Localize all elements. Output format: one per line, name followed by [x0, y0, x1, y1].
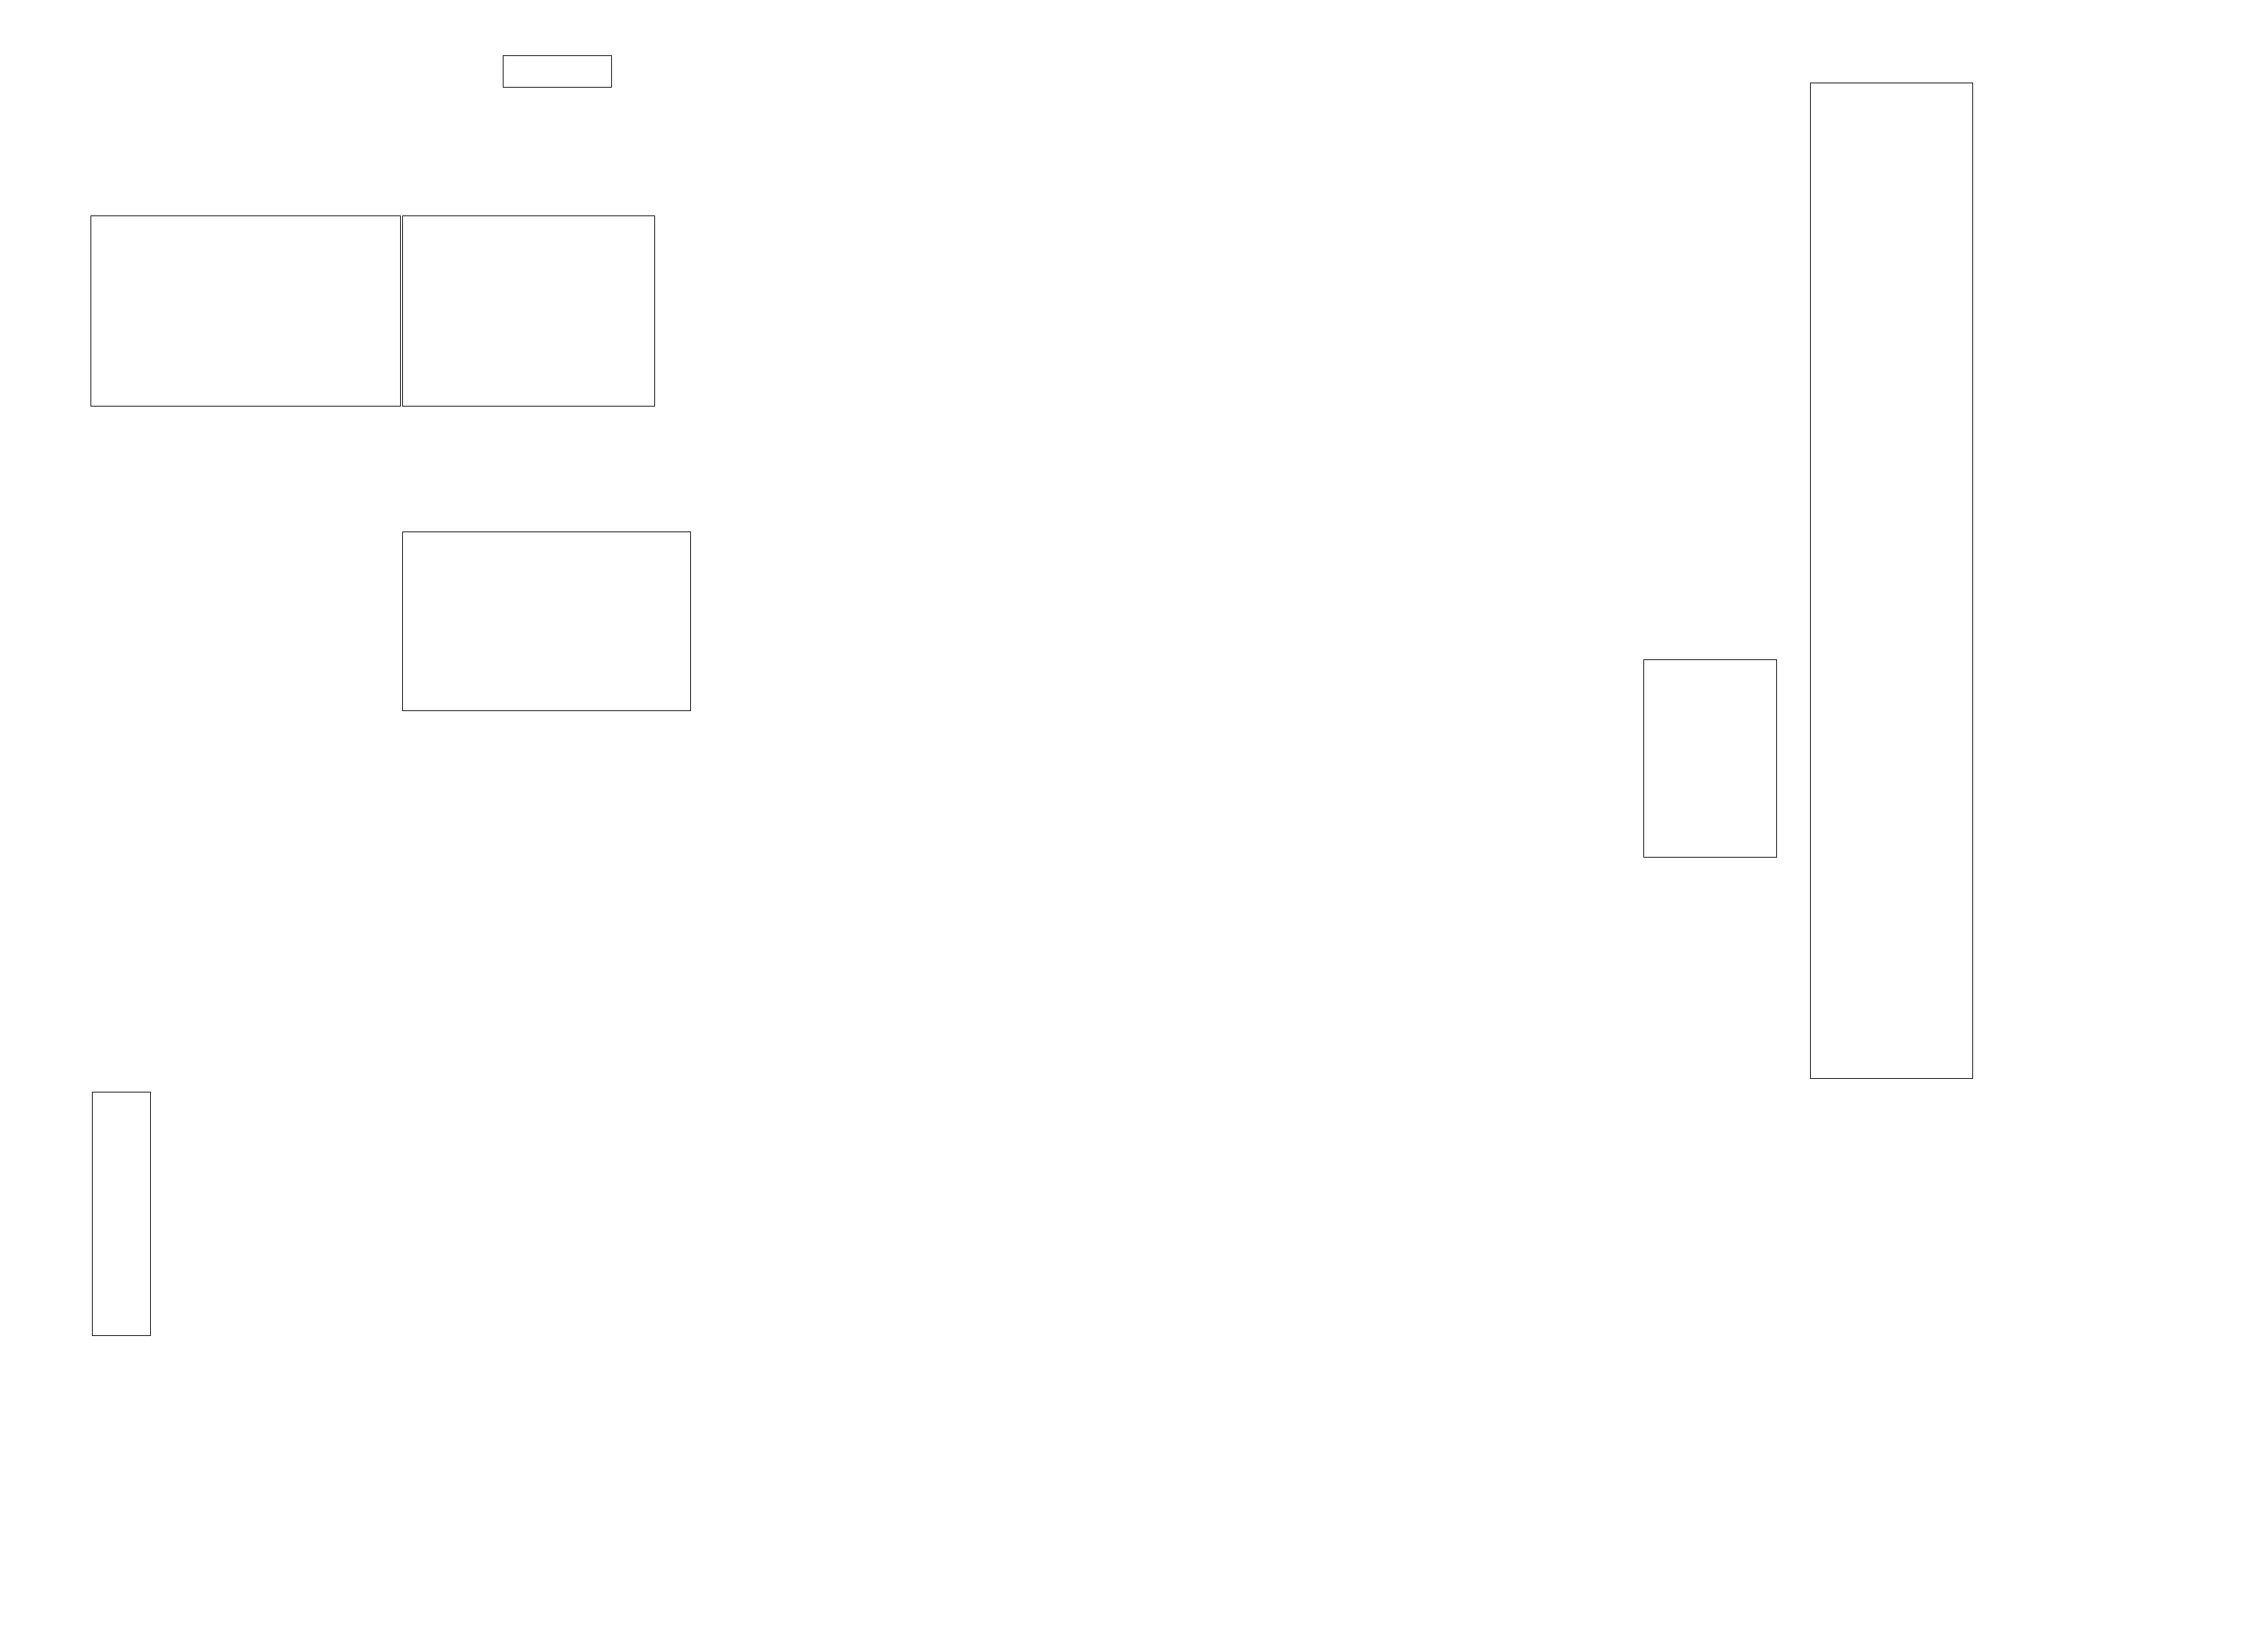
fpga-outline: [1810, 83, 1973, 1079]
register-group2-outline: [402, 215, 655, 407]
debug-connector-outline: [503, 55, 612, 88]
register-group1-outline: [91, 215, 401, 407]
prom-note-outline: [1643, 659, 1777, 858]
memory-map-outline: [92, 1092, 151, 1336]
register-group3-outline: [402, 532, 691, 711]
